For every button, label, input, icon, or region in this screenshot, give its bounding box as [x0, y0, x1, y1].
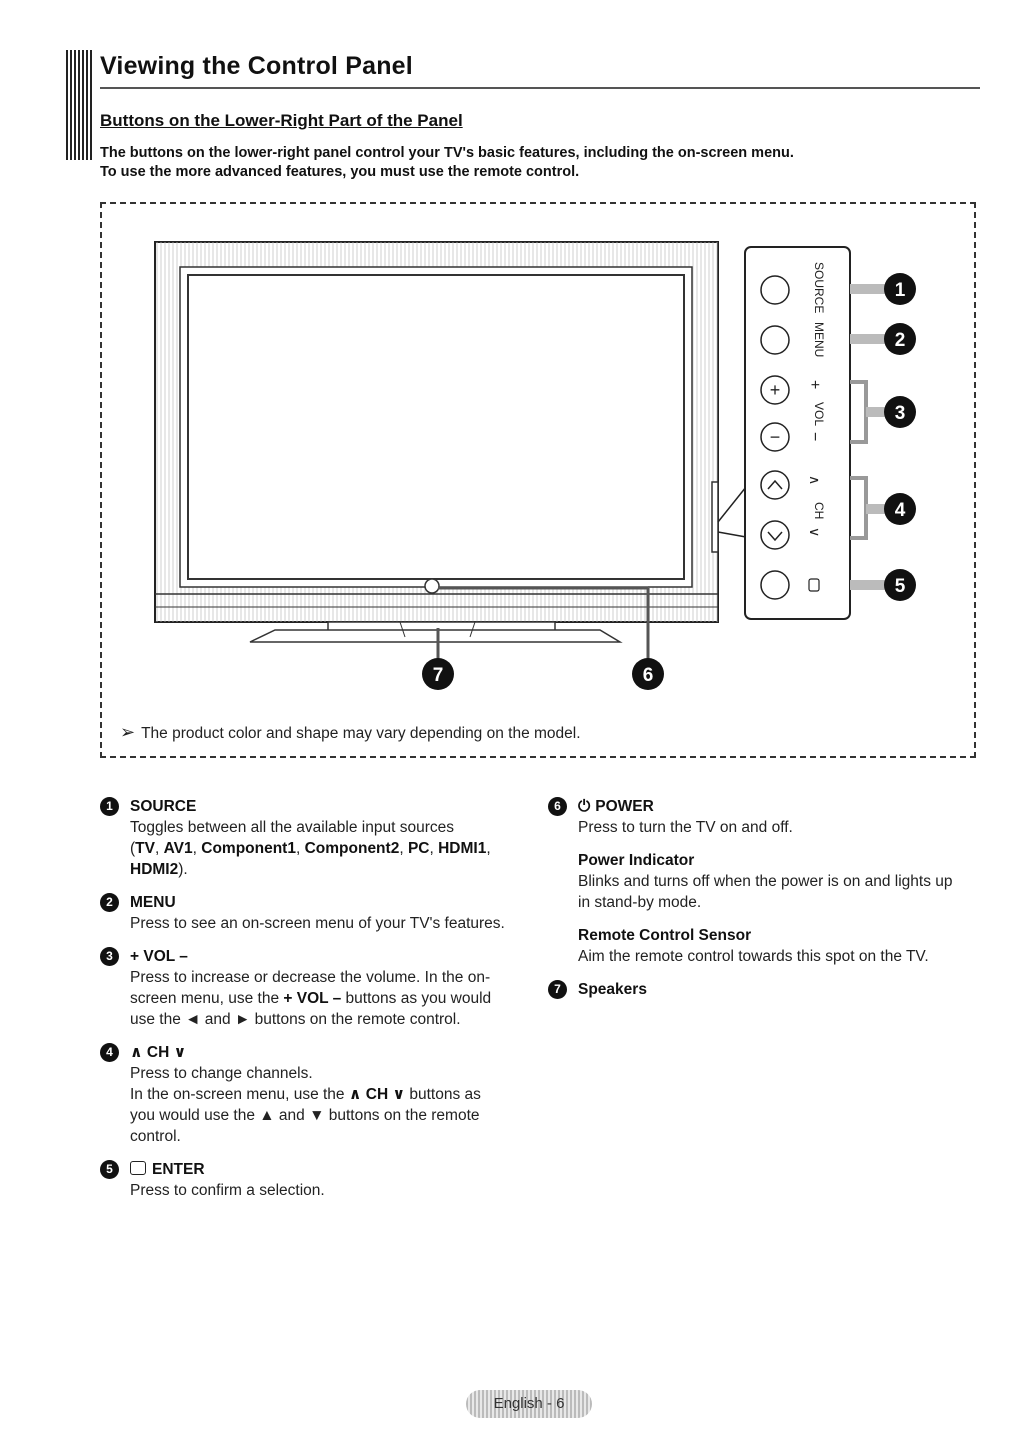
- menu-button-icon: [760, 325, 790, 355]
- title-rule: [100, 87, 980, 89]
- power-indicator-icon: [424, 578, 440, 594]
- note-arrow-icon: ➢: [120, 722, 136, 742]
- page-footer: English - 6: [466, 1390, 592, 1418]
- badge-3: 3: [100, 947, 119, 966]
- callout-3: 3: [884, 396, 916, 428]
- panel-label-plus: +: [806, 380, 823, 389]
- power-icon: ⏻: [578, 798, 591, 815]
- callout-4: 4: [884, 493, 916, 525]
- ch-down-button-icon: [760, 520, 790, 550]
- item-power: 6 ⏻POWER Press to turn the TV on and off…: [548, 796, 978, 967]
- badge-4: 4: [100, 1043, 119, 1062]
- panel-label-ch: CH: [812, 502, 826, 519]
- item-source: 1 SOURCE Toggles between all the availab…: [100, 796, 530, 880]
- badge-1: 1: [100, 797, 119, 816]
- panel-label-minus: −: [806, 432, 823, 441]
- svg-text:4: 4: [895, 500, 906, 521]
- intro-line-2: To use the more advanced features, you m…: [100, 164, 580, 180]
- left-column: 1 SOURCE Toggles between all the availab…: [100, 796, 530, 1213]
- panel-label-vol: VOL: [812, 402, 826, 426]
- svg-text:−: −: [770, 427, 781, 447]
- panel-label-menu: MENU: [812, 322, 826, 357]
- panel-label-source: SOURCE: [812, 262, 826, 313]
- section-subtitle: Buttons on the Lower-Right Part of the P…: [100, 111, 463, 130]
- tv-control-panel-figure: + − SOURCE MENU + VOL − ∧ CH ∨ 1 2 3 4 5: [154, 241, 916, 690]
- svg-text:1: 1: [895, 280, 906, 301]
- item-head: SOURCE: [130, 798, 197, 815]
- badge-2: 2: [100, 893, 119, 912]
- control-panel-zoom: [744, 246, 851, 620]
- enter-icon: [130, 1161, 146, 1175]
- svg-text:6: 6: [643, 665, 654, 686]
- callout-5: 5: [884, 569, 916, 601]
- callout-6: 6: [632, 658, 664, 690]
- item-vol: 3 + VOL – Press to increase or decrease …: [100, 946, 530, 1030]
- tv-stand-base: [249, 629, 623, 643]
- section-marker-bar: [66, 50, 92, 160]
- badge-5: 5: [100, 1160, 119, 1179]
- vol-down-button-icon: [760, 422, 790, 452]
- svg-text:2: 2: [895, 330, 906, 351]
- ch-up-button-icon: [760, 470, 790, 500]
- tv-screen: [187, 274, 685, 580]
- panel-label-down: ∨: [807, 527, 823, 537]
- panel-label-up: ∧: [807, 475, 823, 485]
- callout-1: 1: [884, 273, 916, 305]
- item-enter: 5 ENTER Press to confirm a selection.: [100, 1159, 530, 1201]
- callout-2: 2: [884, 323, 916, 355]
- enter-button-icon: [760, 570, 790, 600]
- enter-label-icon: [808, 578, 820, 592]
- page-title: Viewing the Control Panel: [100, 52, 413, 80]
- badge-7: 7: [548, 980, 567, 999]
- source-button-icon: [760, 275, 790, 305]
- intro-text: The buttons on the lower-right panel con…: [100, 144, 794, 182]
- svg-text:3: 3: [895, 403, 906, 424]
- vol-up-button-icon: [760, 375, 790, 405]
- svg-text:+: +: [770, 380, 781, 400]
- figure-note: ➢The product color and shape may vary de…: [120, 722, 581, 742]
- item-speakers: 7 Speakers: [548, 979, 978, 1000]
- callout-7: 7: [422, 658, 454, 690]
- svg-text:7: 7: [433, 665, 444, 686]
- badge-6: 6: [548, 797, 567, 816]
- item-menu: 2 MENU Press to see an on-screen menu of…: [100, 892, 530, 934]
- svg-text:5: 5: [895, 576, 906, 597]
- right-column: 6 ⏻POWER Press to turn the TV on and off…: [548, 796, 978, 1012]
- item-ch: 4 ∧ CH ∨ Press to change channels. In th…: [100, 1042, 530, 1147]
- intro-line-1: The buttons on the lower-right panel con…: [100, 145, 794, 161]
- figure-frame: [100, 202, 976, 758]
